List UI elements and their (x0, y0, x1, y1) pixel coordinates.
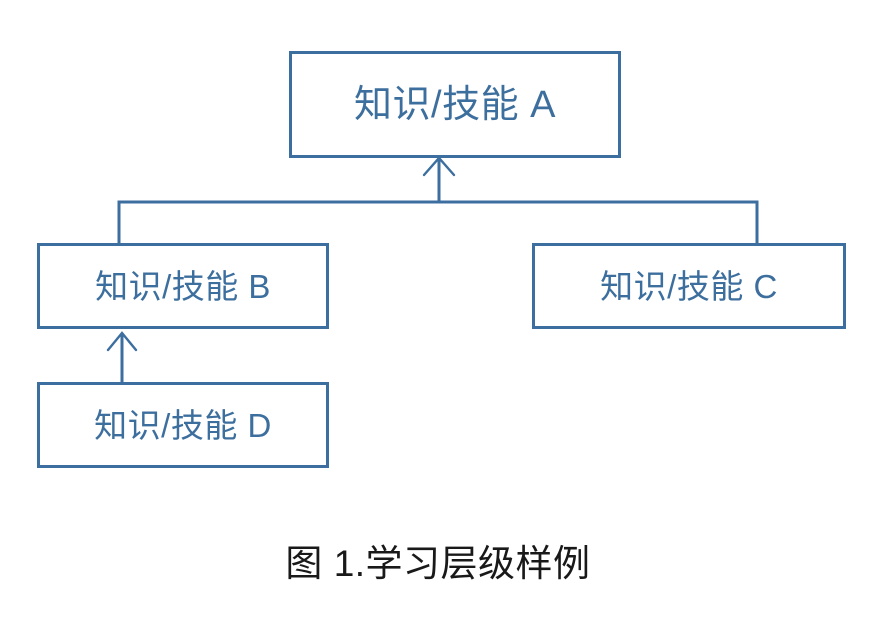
node-knowledge-skill-a[interactable]: 知识/技能 A (289, 51, 621, 158)
node-c-label: 知识/技能 C (600, 267, 778, 305)
edge-d-to-b (106, 331, 138, 382)
node-knowledge-skill-d[interactable]: 知识/技能 D (37, 382, 329, 468)
node-a-label: 知识/技能 A (354, 83, 556, 126)
node-knowledge-skill-c[interactable]: 知识/技能 C (532, 243, 846, 329)
edge-b-c-to-a (117, 156, 759, 243)
node-d-label: 知识/技能 D (94, 406, 272, 444)
node-knowledge-skill-b[interactable]: 知识/技能 B (37, 243, 329, 329)
figure-caption: 图 1.学习层级样例 (285, 543, 591, 584)
node-b-label: 知识/技能 B (95, 267, 271, 305)
